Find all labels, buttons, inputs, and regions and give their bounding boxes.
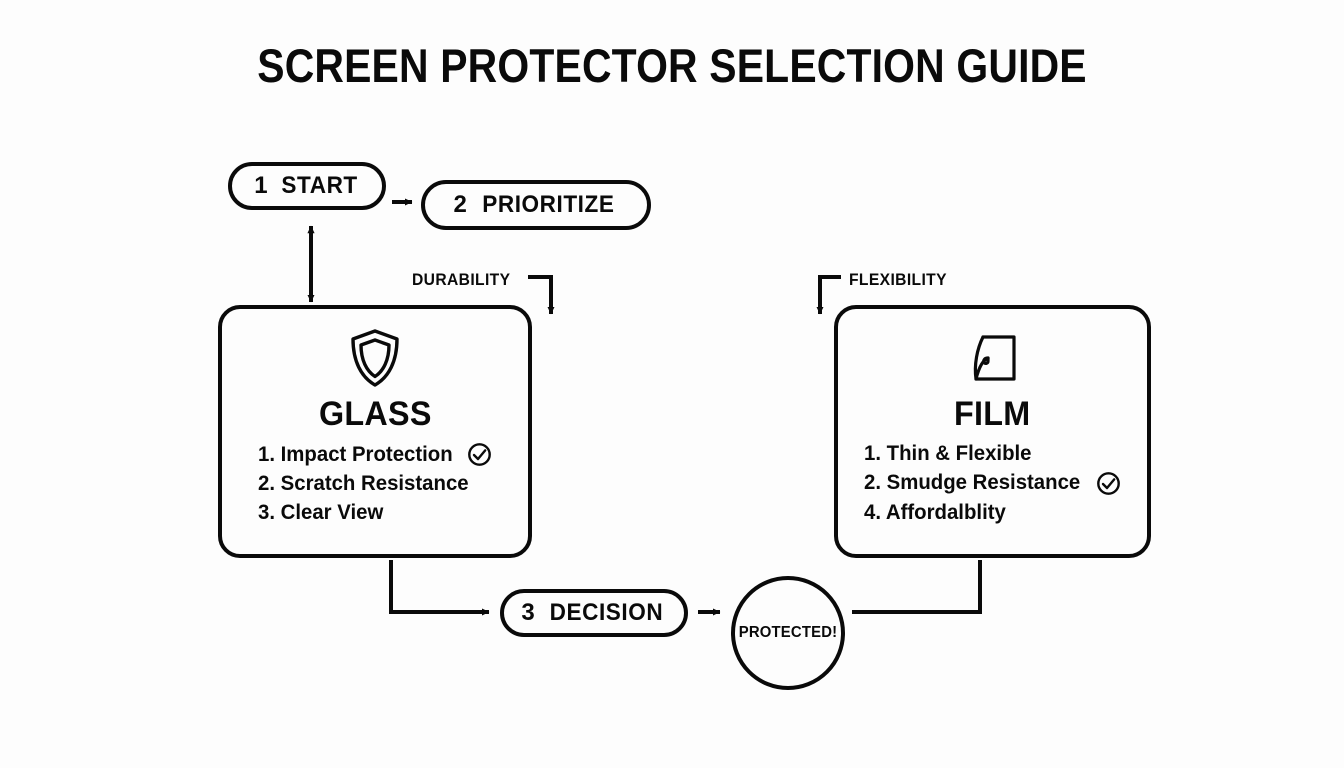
list-item: 1. Thin & Flexible	[864, 442, 1032, 465]
node-protected-label: PROTECTED!	[738, 624, 838, 641]
node-prioritize[interactable]: 2 PRIORITIZE	[421, 180, 651, 230]
shield-icon	[344, 327, 406, 389]
node-start-number: 1	[254, 172, 268, 199]
node-protected[interactable]: PROTECTED!	[731, 576, 845, 690]
page-title: SCREEN PROTECTOR SELECTION GUIDE	[257, 39, 1087, 92]
list-item: 3. Clear View	[257, 500, 383, 524]
node-decision[interactable]: 3 DECISION	[500, 589, 688, 637]
check-circle-icon	[1096, 471, 1121, 496]
card-glass-list: 1. Impact Protection 2. Scratch Resistan…	[258, 442, 493, 524]
film-sheet-icon	[962, 327, 1024, 389]
card-film-list: 1. Thin & Flexible 2. Smudge Resistance …	[864, 442, 1121, 524]
card-film[interactable]: FILM 1. Thin & Flexible 2. Smudge Resist…	[834, 305, 1151, 558]
card-glass[interactable]: GLASS 1. Impact Protection 2. Scratch Re…	[218, 305, 532, 558]
node-decision-label: DECISION	[549, 599, 663, 626]
wire-durability-elbow	[528, 275, 555, 315]
node-decision-number: 3	[521, 599, 535, 626]
list-item: 2. Scratch Resistance	[257, 472, 469, 495]
branch-label-flexibility: FLEXIBILITY	[849, 270, 947, 289]
list-item: 4. Affordalblity	[864, 500, 1006, 524]
list-item: 1. Impact Protection	[258, 442, 493, 467]
branch-label-durability: DURABILITY	[412, 270, 511, 289]
card-glass-title: GLASS	[318, 395, 432, 433]
check-circle-icon	[467, 442, 492, 467]
wire-glass-to-decision	[389, 560, 490, 616]
node-start-label: START	[280, 172, 358, 199]
node-prioritize-number: 2	[453, 191, 467, 218]
list-item: 2. Smudge Resistance	[864, 471, 1121, 496]
wire-film-to-protected	[852, 560, 982, 614]
wire-flexibility-elbow	[816, 275, 841, 315]
node-prioritize-label: PRIORITIZE	[482, 191, 615, 218]
card-film-title: FILM	[954, 395, 1031, 433]
node-start[interactable]: 1 START	[228, 162, 386, 210]
